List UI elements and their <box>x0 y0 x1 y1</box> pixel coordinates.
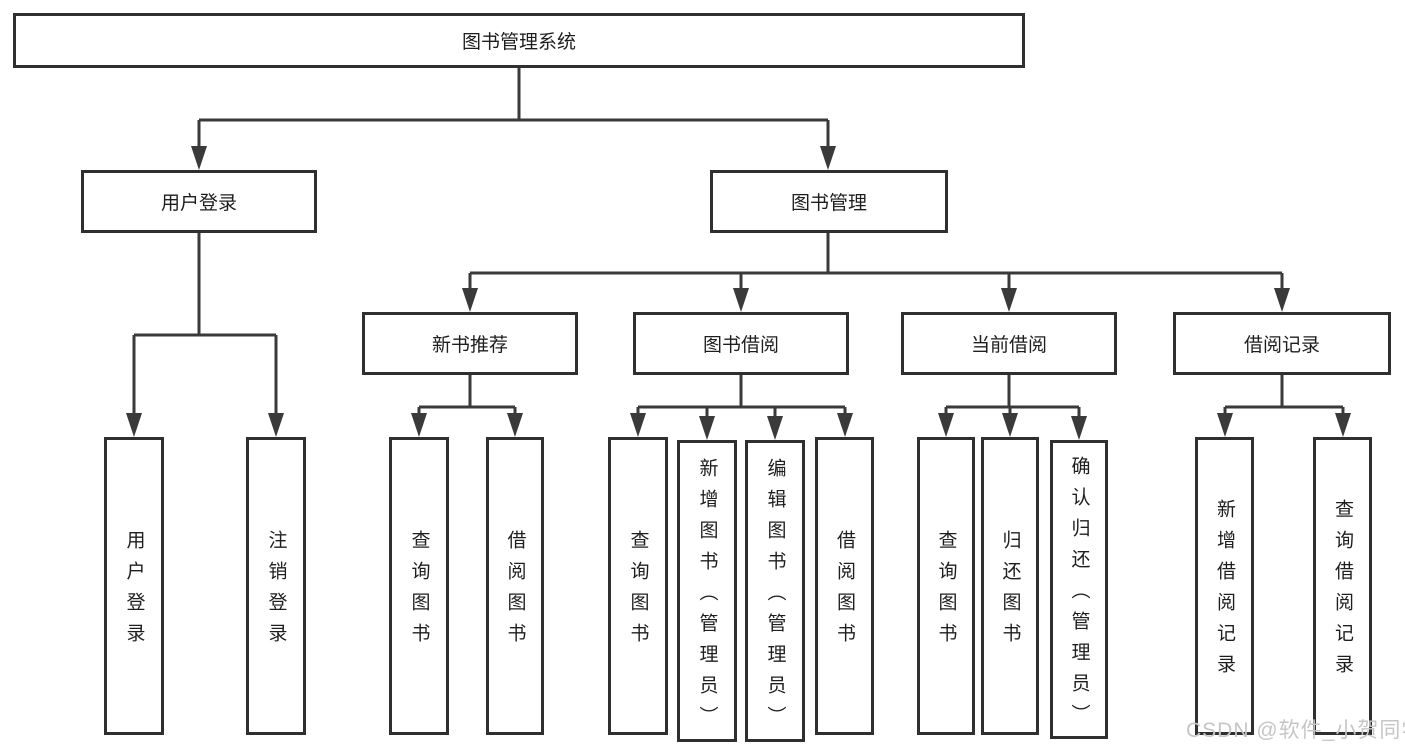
node-label: 查询图书 <box>408 530 430 654</box>
csdn-watermark: CSDN @软件_小贺同学 <box>1186 719 1405 742</box>
node-label: 注销登录 <box>265 530 287 654</box>
node-new-book-recommendation: 新书推荐 <box>362 312 578 375</box>
node-label: 查询图书 <box>627 530 649 654</box>
leaf-add-borrow-record: 新增借阅记录 <box>1195 437 1254 735</box>
leaf-query-books-borrow: 查询图书 <box>608 437 668 735</box>
node-label: 新书推荐 <box>431 335 508 356</box>
node-label: 归还图书 <box>999 530 1021 654</box>
node-borrowing-records: 借阅记录 <box>1173 312 1391 375</box>
leaf-query-borrow-record: 查询借阅记录 <box>1313 437 1372 735</box>
leaf-borrow-books-borrow: 借阅图书 <box>815 437 874 735</box>
node-label: 新增图书（管理员） <box>696 457 718 737</box>
leaf-confirm-return-admin: 确认归还（管理员） <box>1050 440 1108 739</box>
node-book-management: 图书管理 <box>710 170 948 233</box>
node-label: 用户登录 <box>123 530 145 654</box>
node-label: 图书管理系统 <box>461 32 576 53</box>
node-label: 用户登录 <box>160 193 237 214</box>
node-label: 借阅图书 <box>834 530 855 654</box>
node-label: 图书借阅 <box>702 335 779 356</box>
node-label: 借阅记录 <box>1243 335 1320 356</box>
leaf-edit-book-admin: 编辑图书（管理员） <box>745 440 805 742</box>
node-current-borrowing: 当前借阅 <box>901 312 1117 375</box>
node-label: 查询图书 <box>935 530 957 654</box>
node-book-borrowing: 图书借阅 <box>633 312 849 375</box>
leaf-logout: 注销登录 <box>246 437 306 735</box>
leaf-add-book-admin: 新增图书（管理员） <box>677 440 737 742</box>
node-library-management-system: 图书管理系统 <box>13 13 1025 68</box>
leaf-borrow-books-recommend: 借阅图书 <box>486 437 544 735</box>
leaf-query-books-current: 查询图书 <box>917 437 975 735</box>
node-user-login: 用户登录 <box>81 170 317 233</box>
node-label: 当前借阅 <box>970 335 1047 356</box>
node-label: 查询借阅记录 <box>1332 499 1353 685</box>
leaf-query-books-recommend: 查询图书 <box>389 437 449 735</box>
node-label: 确认归还（管理员） <box>1068 456 1090 735</box>
node-label: 编辑图书（管理员） <box>764 457 786 737</box>
node-label: 图书管理 <box>790 193 867 214</box>
node-label: 新增借阅记录 <box>1214 499 1235 685</box>
node-label: 借阅图书 <box>504 530 526 654</box>
leaf-user-login: 用户登录 <box>104 437 164 735</box>
leaf-return-book: 归还图书 <box>981 437 1039 735</box>
